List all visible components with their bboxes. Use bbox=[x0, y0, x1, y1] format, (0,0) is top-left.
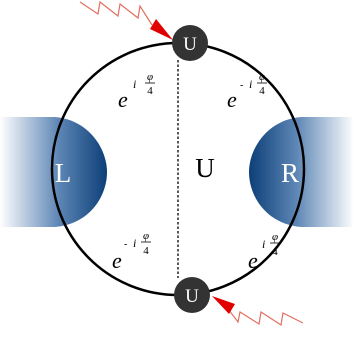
phase-sign: - bbox=[124, 239, 127, 250]
phase-numerator: φ bbox=[147, 71, 153, 83]
phase-imag: i bbox=[262, 237, 265, 251]
bottom-node-label: U bbox=[185, 286, 199, 307]
phase-denominator: 4 bbox=[259, 85, 265, 97]
phase-numerator: φ bbox=[272, 231, 278, 243]
phase-bottom-left: e - i φ 4 bbox=[112, 230, 151, 273]
incoming-wave-bottom bbox=[212, 296, 304, 327]
phase-base: e bbox=[118, 87, 128, 112]
top-node-label: U bbox=[183, 34, 197, 55]
phase-denominator: 4 bbox=[272, 246, 278, 258]
phase-denominator: 4 bbox=[147, 85, 153, 97]
center-label: U bbox=[195, 153, 215, 183]
phase-imag: i bbox=[133, 77, 136, 91]
incoming-wave-top bbox=[79, 0, 173, 40]
phase-top-left: e i φ 4 bbox=[118, 71, 155, 112]
phase-top-right: e - i φ 4 bbox=[227, 71, 267, 112]
right-lead bbox=[249, 117, 354, 227]
phase-base: e bbox=[248, 248, 258, 273]
left-lead-label: L bbox=[55, 158, 72, 188]
phase-imag: i bbox=[249, 77, 252, 91]
phase-imag: i bbox=[133, 236, 136, 250]
phase-numerator: φ bbox=[143, 230, 149, 242]
phase-numerator: φ bbox=[259, 71, 265, 83]
left-lead bbox=[0, 117, 107, 227]
phase-bottom-right: e i φ 4 bbox=[248, 231, 280, 273]
bottom-node bbox=[174, 277, 210, 313]
phase-sign: - bbox=[240, 80, 243, 91]
phase-base: e bbox=[112, 248, 122, 273]
phase-base: e bbox=[227, 87, 237, 112]
top-node bbox=[172, 25, 208, 61]
phase-denominator: 4 bbox=[143, 245, 149, 257]
right-lead-label: R bbox=[281, 158, 299, 188]
